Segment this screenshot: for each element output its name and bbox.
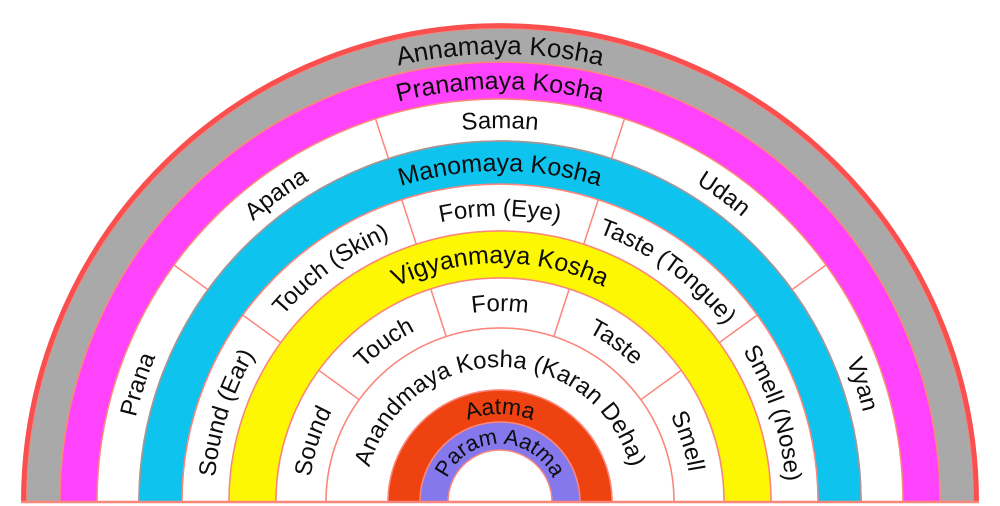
divider-formeye-tastetongue (582, 199, 600, 245)
label-saman: Saman (460, 107, 539, 136)
outer-red-border-arc (21, 23, 979, 503)
divider-touch-form (430, 288, 447, 337)
divider-form-taste (553, 288, 570, 337)
divider-taste-smell (640, 369, 682, 401)
divider-touchskin-formeye (400, 199, 418, 245)
divider-saman-udan (610, 118, 626, 159)
manomaya-outer-edge (138, 140, 862, 503)
divider-sound-touch (318, 369, 360, 401)
divider-tastetongue-smellnose (718, 314, 758, 344)
divider-udan-vyan (791, 264, 827, 291)
divider-prana-apana (173, 264, 209, 291)
divider-apana-saman (374, 118, 390, 159)
divider-soundear-touchskin (242, 314, 282, 344)
ring-param-aatma (419, 421, 581, 503)
